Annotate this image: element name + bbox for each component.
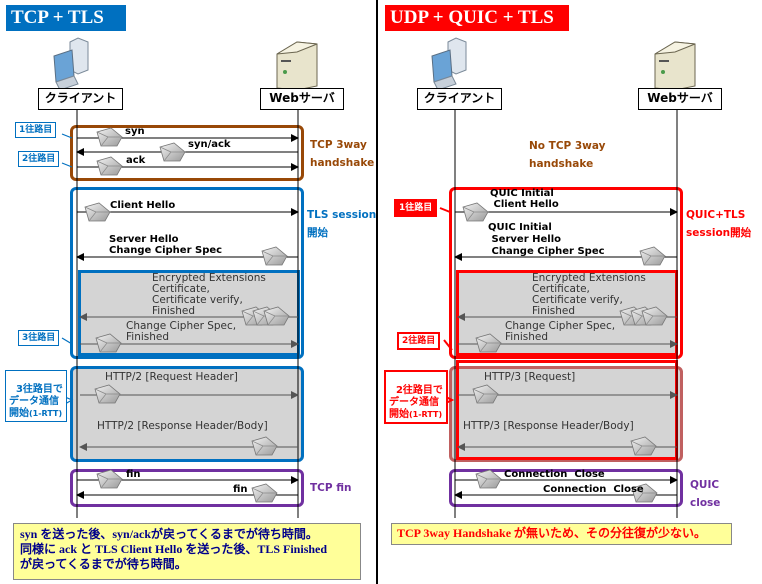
msg-ccs-finished: Change Cipher Spec, Finished bbox=[126, 320, 237, 343]
envelope-icon bbox=[630, 436, 657, 456]
phase-no-tcp-3way: No TCP 3way handshake bbox=[529, 140, 606, 170]
envelope-icon bbox=[96, 156, 123, 176]
msg-http3-request: HTTP/3 [Request] bbox=[484, 371, 576, 383]
callout-tail bbox=[61, 162, 73, 168]
msg-server-hello: Server Hello Change Cipher Spec bbox=[109, 234, 223, 256]
quic-close-box bbox=[449, 469, 683, 507]
envelope-icon bbox=[263, 306, 290, 326]
callout-tail bbox=[64, 396, 74, 405]
quic-tls-title: UDP + QUIC + TLS v1.3 bbox=[385, 5, 569, 54]
callout-tail bbox=[61, 337, 73, 345]
note-left: syn を送った後、syn/ackが戻ってくるまでが待ち時間。 同様に ack … bbox=[13, 523, 361, 580]
note-right-prefix: TCP 3way Handshake bbox=[397, 526, 515, 540]
envelope-icon bbox=[94, 384, 121, 404]
msg-http3-response: HTTP/3 [Response Header/Body] bbox=[463, 420, 634, 432]
callout-quic-trip-1: 1往路目 bbox=[394, 199, 438, 217]
msg-http2-response: HTTP/2 [Response Header/Body] bbox=[97, 420, 268, 432]
msg-quic-encrypted-extensions: Encrypted Extensions Certificate, Certif… bbox=[532, 272, 646, 317]
envelope-icon bbox=[96, 469, 123, 489]
tcp-fin-box bbox=[70, 469, 304, 507]
envelope-icon bbox=[159, 142, 186, 162]
envelope-icon bbox=[475, 469, 502, 489]
msg-fin-1: fin bbox=[126, 469, 141, 480]
envelope-icon bbox=[462, 202, 489, 222]
phase-tcp-fin: TCP fin bbox=[310, 482, 352, 494]
callout-trip-1: 1往路目 bbox=[15, 122, 57, 138]
tls-session-box bbox=[70, 187, 304, 359]
server-node-left: Webサーバ bbox=[260, 88, 344, 110]
envelope-icon bbox=[95, 333, 122, 353]
msg-conn-close-1: Connection Close bbox=[504, 469, 605, 480]
web-server-icon-left bbox=[276, 41, 318, 91]
callout-tail bbox=[61, 133, 73, 139]
callout-quic-trip-2: 2往路目 bbox=[397, 332, 441, 350]
msg-encrypted-extensions: Encrypted Extensions Certificate, Certif… bbox=[152, 272, 266, 317]
envelope-icon bbox=[475, 333, 502, 353]
msg-quic-client-hello: QUIC Initial Client Hello bbox=[490, 188, 559, 210]
msg-ack: ack bbox=[126, 155, 146, 166]
phase-quic-tls-session: QUIC+TLS session開始 bbox=[686, 209, 752, 239]
msg-quic-ccs-finished: Change Cipher Spec, Finished bbox=[505, 320, 616, 343]
callout-trip-3: 3往路目 bbox=[18, 330, 60, 346]
callout-data-start-left: 3往路目で データ通信 開始(1-RTT) bbox=[5, 370, 67, 422]
client-computer-icon-right bbox=[431, 37, 467, 91]
envelope-icon bbox=[251, 483, 278, 503]
envelope-icon bbox=[472, 384, 499, 404]
msg-client-hello: Client Hello bbox=[110, 200, 176, 211]
callout-rtt-left: (1-RTT) bbox=[29, 409, 63, 418]
callout-trip-2: 2往路目 bbox=[18, 151, 60, 167]
msg-fin-2: fin bbox=[233, 484, 248, 495]
msg-quic-server-hello: QUIC Initial Server Hello Change Cipher … bbox=[488, 222, 605, 257]
client-node-left: クライアント bbox=[38, 88, 123, 110]
quic-session-box bbox=[449, 187, 683, 359]
note-right: TCP 3way Handshake が無いため、その分往復が少ない。 bbox=[391, 523, 732, 545]
envelope-icon bbox=[639, 246, 666, 266]
note-right-text: が無いため、その分往復が少ない。 bbox=[514, 526, 707, 540]
phase-quic-close: QUIC close bbox=[690, 479, 721, 509]
envelope-icon bbox=[261, 246, 288, 266]
callout-rtt-right: (1-RTT) bbox=[409, 410, 443, 419]
envelope-icon bbox=[84, 202, 111, 222]
callout-data-start-text: 3往路目で データ通信 開始 bbox=[9, 384, 63, 419]
panel-divider bbox=[376, 0, 378, 584]
callout-data-start-text: 2往路目で データ通信 開始 bbox=[389, 385, 443, 420]
callout-data-start-right: 2往路目で データ通信 開始(1-RTT) bbox=[384, 370, 448, 424]
callout-tail bbox=[439, 207, 451, 213]
envelope-icon bbox=[251, 436, 278, 456]
server-node-right: Webサーバ bbox=[638, 88, 722, 110]
phase-tcp-3way: TCP 3way handshake bbox=[310, 139, 375, 169]
msg-syn: syn bbox=[125, 126, 145, 137]
web-server-icon-right bbox=[654, 41, 696, 91]
msg-http2-request: HTTP/2 [Request Header] bbox=[105, 371, 238, 383]
callout-tail bbox=[443, 339, 453, 351]
client-computer-icon-left bbox=[53, 37, 89, 91]
phase-tls-session: TLS session 開始 bbox=[307, 209, 377, 239]
envelope-icon bbox=[96, 127, 123, 147]
msg-synack: syn/ack bbox=[188, 139, 231, 150]
tcp-handshake-box bbox=[70, 125, 304, 181]
tcp-tls-title: TCP + TLS v1.3 bbox=[6, 5, 126, 54]
client-node-right: クライアント bbox=[417, 88, 502, 110]
msg-conn-close-2: Connection Close bbox=[543, 484, 644, 495]
